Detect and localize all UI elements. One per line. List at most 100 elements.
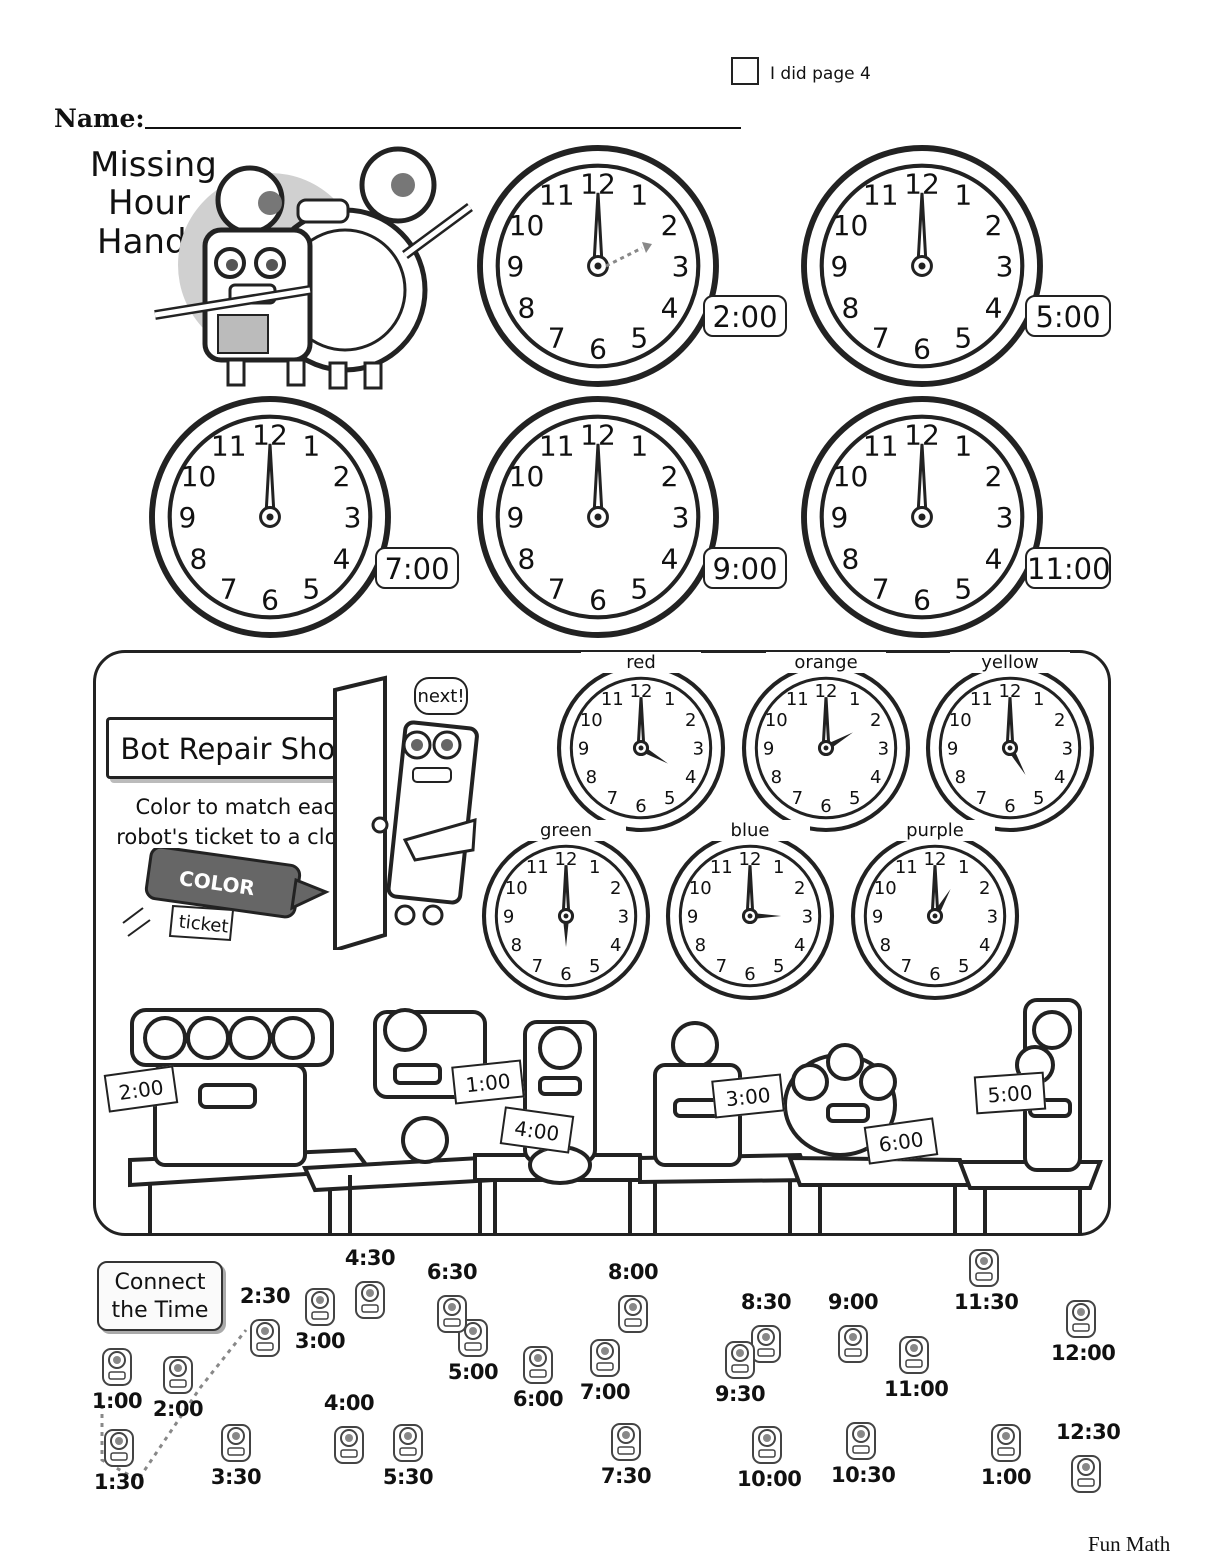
robot-dot-icon[interactable] (435, 1288, 469, 1334)
clock-numeral: 4 (610, 935, 621, 956)
clock-numeral: 1 (1033, 689, 1044, 710)
robot-dot-icon[interactable] (353, 1274, 387, 1320)
clock-numeral: 5 (958, 956, 969, 977)
clock-numeral: 4 (985, 542, 1003, 575)
robot-dot-icon[interactable] (844, 1415, 878, 1461)
clock-numeral: 10 (505, 878, 528, 899)
clock-numeral: 5 (1033, 788, 1044, 809)
clock-numeral: 8 (518, 291, 536, 324)
door-robot-illustration: next! (333, 675, 479, 950)
robot-dot-icon[interactable] (723, 1334, 757, 1380)
example-arrow-icon (605, 242, 652, 268)
coloring-instruction: Color to match each robot's ticket to a … (116, 795, 368, 849)
clock-numeral: 9 (506, 250, 524, 283)
clock-numeral: 5 (664, 788, 675, 809)
clock-color-label: red (581, 652, 701, 673)
clock-numeral: 10 (181, 460, 217, 493)
clock-numeral: 2 (661, 209, 679, 242)
connect-dot-label: 6:30 (426, 1260, 478, 1284)
clock-numeral: 8 (586, 767, 597, 788)
clock-numeral: 2 (985, 460, 1003, 493)
robot-dot-icon[interactable] (161, 1349, 195, 1395)
robot-dot-icon[interactable] (1069, 1448, 1103, 1494)
robot-dot-icon[interactable] (616, 1288, 650, 1334)
clock-numeral: 8 (511, 935, 522, 956)
clock-numeral: 6 (1004, 796, 1015, 817)
clock-numeral: 7 (901, 956, 912, 977)
clock-numeral: 1 (302, 430, 320, 463)
robot-dot-icon[interactable] (332, 1419, 366, 1465)
clock-numeral: 9 (947, 738, 958, 759)
connect-dot-label: 9:00 (827, 1290, 879, 1314)
connect-dot-label: 4:30 (344, 1246, 396, 1270)
clock-time-label: 2:00 (703, 295, 787, 337)
robot-dot-icon[interactable] (303, 1281, 337, 1327)
clock-color-label: orange (766, 652, 886, 673)
clock-numeral: 5 (849, 788, 860, 809)
robot-dot-icon[interactable] (989, 1417, 1023, 1463)
connect-dot-label: 10:00 (737, 1467, 802, 1491)
clock-numeral: 1 (954, 430, 972, 463)
robot-dot-icon[interactable] (750, 1419, 784, 1465)
clock-numeral: 8 (842, 291, 860, 324)
clock-numeral: 3 (672, 501, 690, 534)
clock-numeral: 10 (949, 710, 972, 731)
clock-numeral: 3 (802, 906, 813, 927)
robot-dot-icon[interactable] (749, 1318, 783, 1364)
connect-dot-label: 11:00 (884, 1377, 949, 1401)
clock-numeral: 8 (955, 767, 966, 788)
clock-numeral: 6 (913, 333, 931, 366)
clock-color-label: purple (875, 820, 995, 841)
clock-numeral: 9 (503, 906, 514, 927)
clock-numeral: 9 (830, 501, 848, 534)
clock-numeral: 2 (333, 460, 351, 493)
connect-dot-label: 8:00 (607, 1260, 659, 1284)
robot-dot-icon[interactable] (248, 1312, 282, 1358)
clock-numeral: 11 (863, 179, 899, 212)
clock-numeral: 11 (863, 430, 899, 463)
robot-dot-icon[interactable] (1064, 1293, 1098, 1339)
clock-numeral: 12 (739, 849, 762, 870)
connect-dot-label: 2:30 (239, 1284, 291, 1308)
clock-numeral: 4 (685, 767, 696, 788)
robot-dot-icon[interactable] (219, 1417, 253, 1463)
clock-numeral: 2 (661, 460, 679, 493)
clock-numeral: 5 (630, 573, 648, 606)
robot-dot-icon[interactable] (102, 1422, 136, 1468)
clock-numeral: 9 (178, 501, 196, 534)
clock-numeral: 3 (344, 501, 362, 534)
robot-dot-icon[interactable] (521, 1339, 555, 1385)
clock-numeral: 5 (773, 956, 784, 977)
clock-numeral: 4 (985, 291, 1003, 324)
done-checkbox[interactable] (731, 57, 759, 85)
name-line[interactable] (145, 127, 741, 129)
robot-dot-icon[interactable] (609, 1416, 643, 1462)
clock-color-label: green (506, 820, 626, 841)
robot-dot-icon[interactable] (588, 1332, 622, 1378)
clock-numeral: 5 (589, 956, 600, 977)
clock-numeral: 7 (976, 788, 987, 809)
clock-numeral: 11 (895, 857, 918, 878)
robot-dot-icon[interactable] (100, 1341, 134, 1387)
connect-dot-label: 7:30 (600, 1464, 652, 1488)
clock-numeral: 8 (771, 767, 782, 788)
clock-numeral: 7 (607, 788, 618, 809)
speech-bubble-text: next! (417, 686, 464, 707)
clock-numeral: 10 (509, 460, 545, 493)
shop-sign: Bot Repair Shop (106, 717, 368, 779)
clock-numeral: 1 (630, 179, 648, 212)
shop-sign-text: Bot Repair Shop (120, 732, 354, 766)
clock-numeral: 7 (548, 322, 566, 355)
robot-dot-icon[interactable] (967, 1242, 1001, 1288)
robot-dot-icon[interactable] (897, 1329, 931, 1375)
robot-dot-icon[interactable] (456, 1312, 490, 1358)
robot-dot-icon[interactable] (836, 1318, 870, 1364)
robot-dot-icon[interactable] (391, 1417, 425, 1463)
connect-dot-label: 1:00 (91, 1389, 143, 1413)
